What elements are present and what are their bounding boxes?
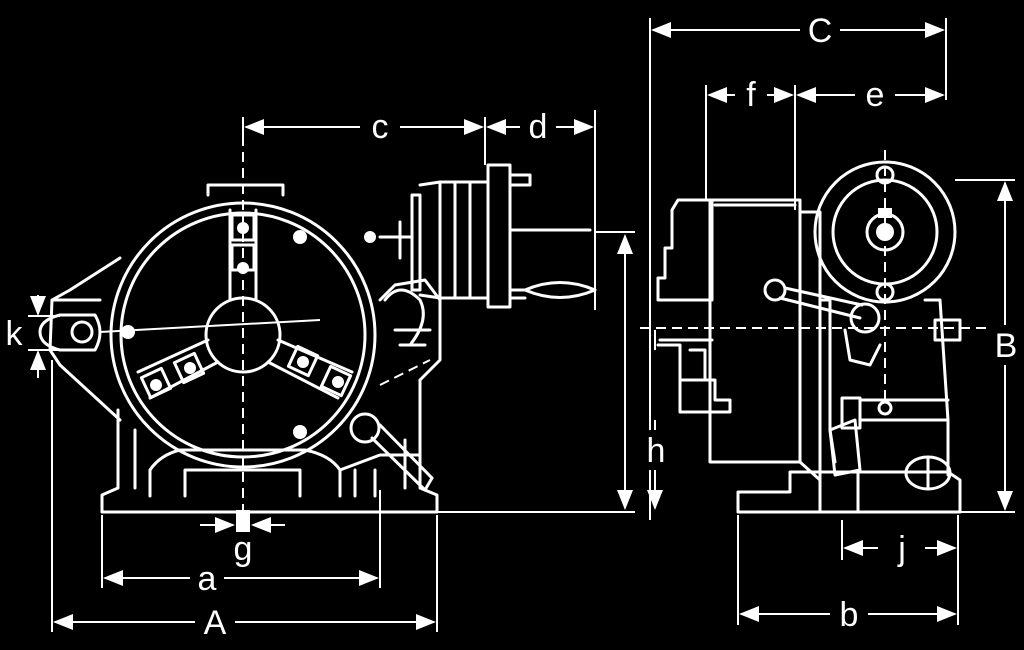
dim-label-B: B: [995, 327, 1018, 365]
dimension-labels: A a g k c d C f e B h j b: [2, 12, 1024, 642]
left-bracket: [48, 256, 122, 422]
dim-label-k: k: [6, 315, 24, 353]
lever-handle: [370, 423, 434, 492]
dim-label-j: j: [897, 530, 906, 568]
side-dimensions: [647, 18, 1015, 625]
dim-label-f: f: [746, 76, 756, 114]
dim-label-h: h: [647, 432, 666, 470]
side-lever-knob: [849, 302, 881, 334]
chuck-jaws: [136, 208, 354, 400]
dim-label-A: A: [204, 604, 227, 642]
dim-label-g: g: [234, 530, 253, 568]
front-dimensions: [22, 110, 635, 632]
dim-label-a: a: [198, 560, 217, 598]
side-jaw: [656, 198, 714, 302]
dim-label-C: C: [808, 12, 833, 50]
side-view: [640, 18, 1015, 625]
side-head-outer: [813, 160, 957, 304]
dim-label-c: c: [372, 108, 389, 146]
dim-label-e: e: [866, 76, 885, 114]
side-base: [736, 470, 962, 514]
clamp-slot: [38, 313, 102, 352]
worm-attachment: [364, 163, 597, 309]
side-body: [708, 198, 802, 464]
front-view: [22, 110, 635, 632]
lever-knob: [349, 412, 381, 444]
dim-label-b: b: [840, 596, 859, 634]
top-lug: [206, 183, 285, 197]
dim-label-d: d: [529, 108, 548, 146]
worm-housing: [378, 278, 442, 382]
body-base: [100, 378, 439, 514]
